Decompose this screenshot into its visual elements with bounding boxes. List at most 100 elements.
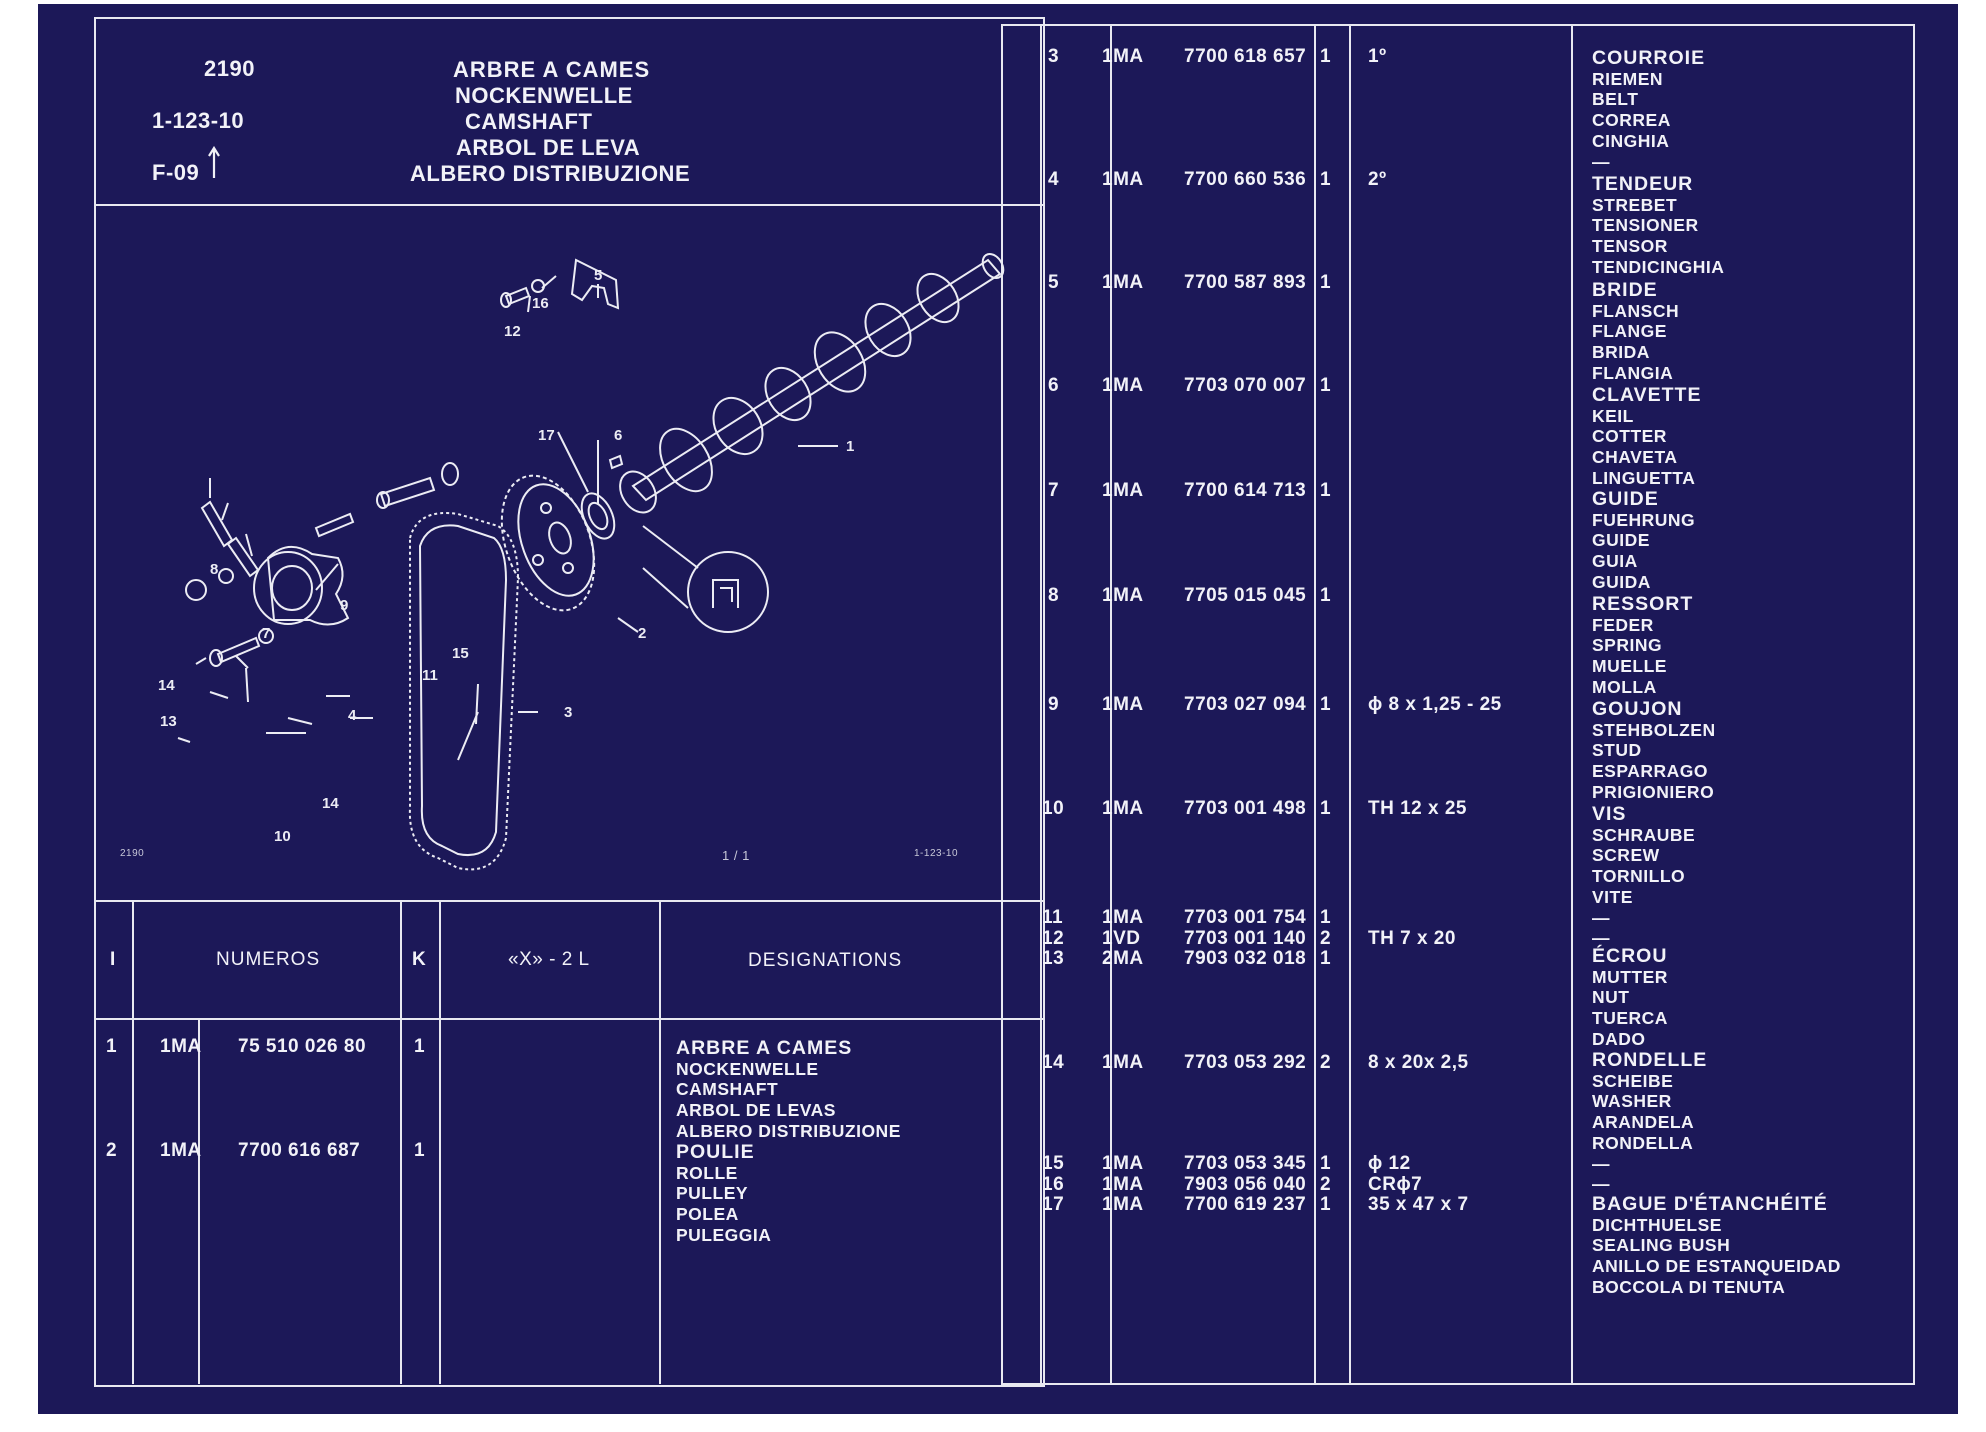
section-code: 1-123-10 xyxy=(152,108,245,133)
row-qty: 1 xyxy=(1320,1194,1332,1215)
row-index: 8 xyxy=(1048,585,1060,606)
row-index: 1 xyxy=(106,1036,118,1057)
designation-line: ARANDELA xyxy=(1592,1112,1695,1133)
row-number: 75 510 026 80 xyxy=(238,1036,367,1057)
col-header-k: K xyxy=(412,949,427,970)
designation-line: CINGHIA xyxy=(1592,130,1670,151)
drawing-center-mark: 1 / 1 xyxy=(722,848,750,863)
callout-16: 16 xyxy=(532,295,549,312)
designation-line: CORREA xyxy=(1592,110,1671,131)
row-index: 14 xyxy=(1042,1052,1065,1073)
key-6-part xyxy=(608,454,624,470)
spring-16-part xyxy=(531,279,545,293)
washer-15-part xyxy=(441,462,459,486)
drawing-bottom-divider xyxy=(94,900,1043,902)
designation-line: RONDELLE xyxy=(1592,1049,1708,1071)
camshaft-part xyxy=(619,252,1005,514)
callout-2: 2 xyxy=(638,625,646,642)
designation-line: COURROIE xyxy=(1592,47,1706,69)
designation-line: SCHRAUBE xyxy=(1592,824,1696,845)
designation-line: RIEMEN xyxy=(1592,68,1664,89)
row-qty: 1 xyxy=(1320,169,1332,190)
row-code: 1MA xyxy=(1102,585,1144,606)
designation-line: MUELLE xyxy=(1592,656,1667,677)
designation-line: — xyxy=(1592,928,1610,949)
row-code: 1MA xyxy=(1102,375,1144,396)
row-number: 7700 614 713 xyxy=(1184,480,1307,501)
rcol-line-2 xyxy=(1110,24,1112,1383)
designation-line: KEIL xyxy=(1592,405,1634,426)
callout-3: 3 xyxy=(564,704,572,721)
designation-line: VITE xyxy=(1592,886,1633,907)
row-index: 15 xyxy=(1042,1153,1065,1174)
designation-line: ARBOL DE LEVAS xyxy=(676,1100,836,1121)
washer-14b-part xyxy=(258,628,274,644)
exploded-drawing: 1 2 3 4 5 6 7 8 9 10 11 12 13 14 14 15 1… xyxy=(158,252,1005,871)
row-qty: 1 xyxy=(414,1036,426,1057)
designation-line: FLANGE xyxy=(1592,321,1667,342)
rcol-line-5 xyxy=(1571,24,1573,1383)
designation-line: TORNILLO xyxy=(1592,866,1686,887)
pin-8-part xyxy=(200,500,234,548)
callout-15: 15 xyxy=(452,645,469,662)
designation-line: DADO xyxy=(1592,1028,1646,1049)
row-index: 6 xyxy=(1048,375,1060,396)
col-line-1 xyxy=(132,900,134,1384)
row-code: 1MA xyxy=(1102,169,1144,190)
row-qty: 2 xyxy=(1320,1174,1332,1195)
row-index: 10 xyxy=(1042,798,1065,819)
designation-line: DICHTHUELSE xyxy=(1592,1214,1722,1235)
col-header-index: I xyxy=(110,949,116,970)
row-number: 7903 056 040 xyxy=(1184,1174,1307,1195)
designation-line: ALBERO DISTRIBUZIONE xyxy=(676,1120,901,1141)
row-dimension: TH 7 x 20 xyxy=(1368,928,1456,949)
title-de: NOCKENWELLE xyxy=(455,83,633,108)
row-number: 7903 032 018 xyxy=(1184,948,1307,969)
row-qty: 1 xyxy=(1320,46,1332,67)
callout-13: 13 xyxy=(160,713,177,730)
row-index: 11 xyxy=(1042,907,1064,928)
row-number: 7703 027 094 xyxy=(1184,694,1307,715)
washer-14-part xyxy=(218,568,234,584)
row-code: 1MA xyxy=(1102,1153,1144,1174)
page-ref: 2190 xyxy=(204,56,255,81)
callout-14b: 14 xyxy=(322,795,339,812)
row-qty: 1 xyxy=(1320,375,1332,396)
row-code: 1MA xyxy=(1102,798,1144,819)
row-code: 1MA xyxy=(1102,1174,1144,1195)
row-qty: 1 xyxy=(1320,480,1332,501)
row-number: 7703 053 345 xyxy=(1184,1153,1307,1174)
rcol-line-3 xyxy=(1314,24,1316,1383)
row-number: 7703 053 292 xyxy=(1184,1052,1307,1073)
row-code: 1MA xyxy=(1102,907,1144,928)
row-index: 16 xyxy=(1042,1174,1065,1195)
designation-line: STEHBOLZEN xyxy=(1592,719,1716,740)
row-designation: POULIE ROLLE PULLEY POLEA PULEGGIA xyxy=(676,1142,771,1246)
row-qty: 1 xyxy=(1320,907,1332,928)
designation-line: WASHER xyxy=(1592,1091,1672,1112)
designation-line: CLAVETTE xyxy=(1592,384,1702,406)
designation-line: BRIDA xyxy=(1592,342,1650,363)
designation-line: LINGUETTA xyxy=(1592,467,1696,488)
row-number: 7700 660 536 xyxy=(1184,169,1307,190)
designation-line: STUD xyxy=(1592,740,1642,761)
row-code: 1MA xyxy=(160,1036,202,1057)
row-code: 1MA xyxy=(1102,1194,1144,1215)
row-index: 12 xyxy=(1042,928,1065,949)
designation-line: GUIDE xyxy=(1592,530,1650,551)
row-qty: 2 xyxy=(1320,928,1332,949)
screw-10-part xyxy=(216,636,261,664)
designation-line: CHAVETA xyxy=(1592,447,1678,468)
designation-line: FLANSCH xyxy=(1592,300,1680,321)
designation-line: FUEHRUNG xyxy=(1592,509,1696,530)
row-number: 7703 001 498 xyxy=(1184,798,1307,819)
designation-line: MOLLA xyxy=(1592,676,1657,697)
pulley-part xyxy=(500,474,596,612)
